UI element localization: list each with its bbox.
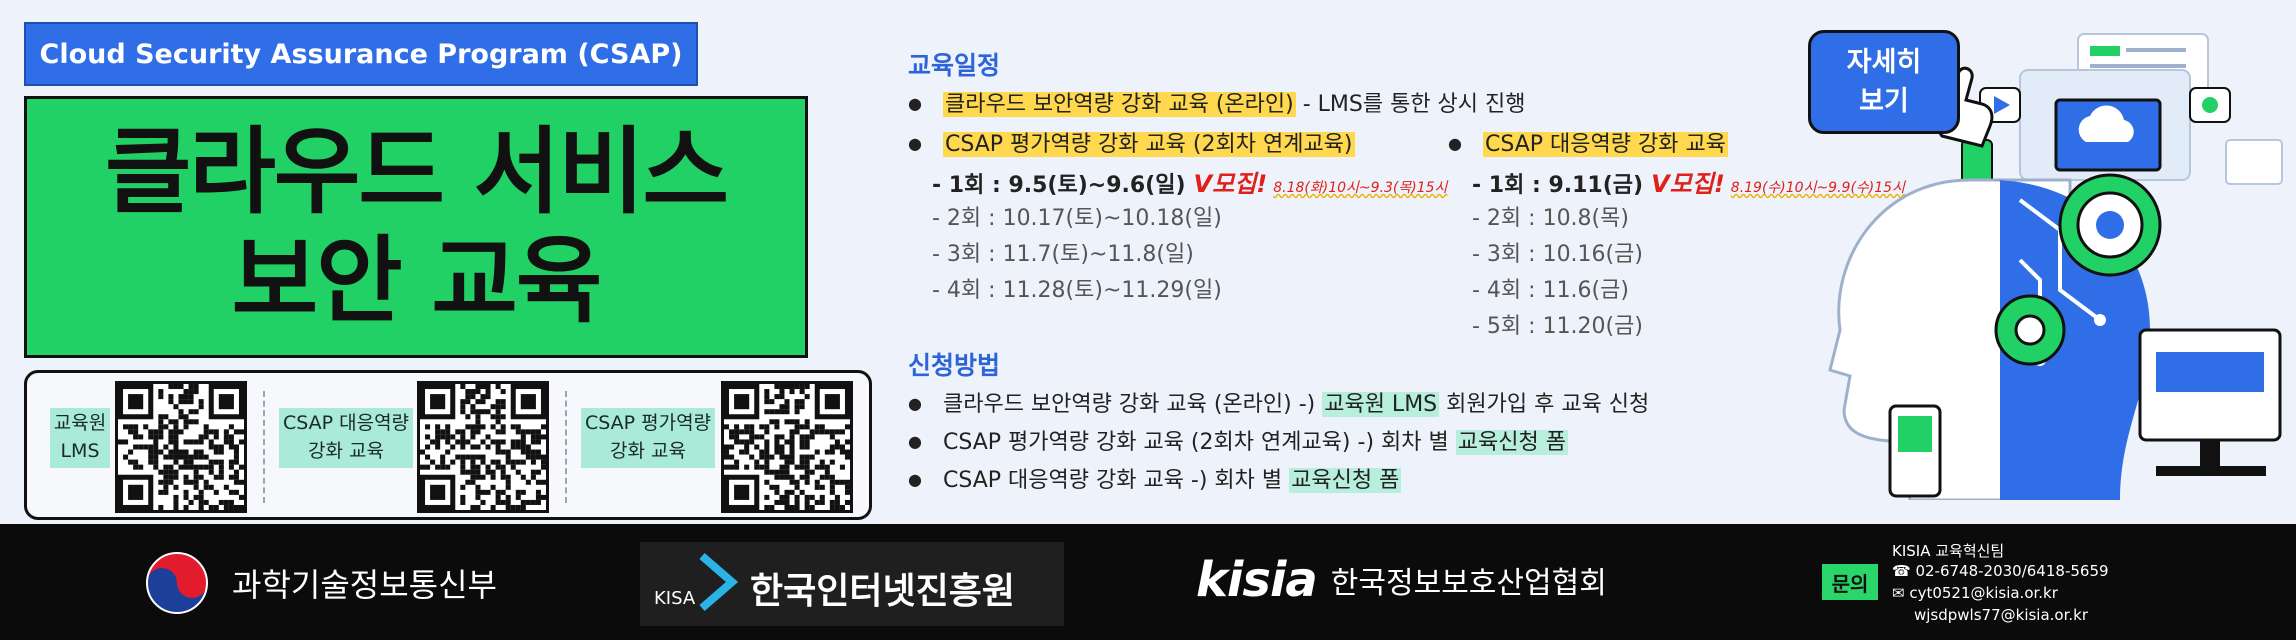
phone-icon: ☎	[1892, 562, 1916, 580]
schedule-eval: CSAP 평가역량 강화 교육 (2회차 연계교육)	[908, 126, 1355, 158]
eval-round-4: - 4회 : 11.28(토)~11.29(일)	[932, 278, 1222, 303]
apply-item-1-pre: 클라우드 보안역량 강화 교육 (온라인) -)	[942, 392, 1323, 417]
response-round-5: - 5회 : 11.20(금)	[1472, 314, 1643, 339]
eval-round-3: - 3회 : 11.7(토)~11.8(일)	[932, 242, 1194, 267]
eval-recruit-badge: V모집!	[1193, 170, 1268, 198]
footer: 과학기술정보통신부 KISA 한국인터넷진흥원 kisia 한국정보보호산업협회…	[0, 524, 2296, 640]
qr-label-lms: 교육원 LMS	[37, 373, 123, 503]
qr-label-line: CSAP 대응역량	[282, 412, 410, 435]
qr-code-icon	[118, 384, 244, 510]
msit-logo[interactable]: 과학기술정보통신부	[142, 548, 497, 618]
main-title-line2: 보안 교육	[231, 227, 603, 336]
online-course-desc: - LMS를 통한 상시 진행	[1295, 92, 1526, 117]
qr-label-line: 강화 교육	[610, 440, 686, 462]
msit-name: 과학기술정보통신부	[232, 566, 497, 604]
apply-item-3-link[interactable]: 교육신청 폼	[1289, 468, 1402, 493]
response-round-1-text: - 1회 : 9.11(금)	[1472, 173, 1644, 198]
contact-email-1-text: cyt0521@kisia.or.kr	[1909, 584, 2058, 602]
main-title-box: 클라우드 서비스 보안 교육	[24, 96, 808, 358]
apply-item-1-link[interactable]: 교육원 LMS	[1322, 392, 1440, 417]
detail-button-line1: 자세히	[1846, 46, 1922, 78]
divider	[263, 391, 265, 503]
kisa-arrow-icon	[699, 552, 738, 612]
schedule-response: CSAP 대응역량 강화 교육	[1448, 126, 1728, 158]
qr-label-line: CSAP 평가역량	[584, 412, 712, 435]
kisia-name: 한국정보보호산업협회	[1330, 566, 1607, 601]
contact-email-1[interactable]: ✉ cyt0521@kisia.or.kr	[1892, 584, 2058, 602]
response-round-2: - 2회 : 10.8(목)	[1472, 206, 1629, 231]
eval-course-name: CSAP 평가역량 강화 교육 (2회차 연계교육)	[942, 132, 1355, 157]
qr-label-line: LMS	[60, 440, 100, 462]
program-subtitle: Cloud Security Assurance Program (CSAP)	[24, 22, 698, 86]
apply-heading: 신청방법	[908, 351, 1001, 380]
detail-button[interactable]: 자세히 보기	[1808, 30, 1960, 134]
contact-phone-text: 02-6748-2030/6418-5659	[1915, 562, 2109, 580]
response-round-1: - 1회 : 9.11(금) V모집! 8.19(수)10시~9.9(수)15시	[1472, 164, 1905, 199]
ai-head-illustration	[1828, 33, 2283, 500]
response-round-4: - 4회 : 11.6(금)	[1472, 278, 1629, 303]
kisia-wordmark: kisia	[1196, 552, 1318, 608]
qr-code-response[interactable]	[417, 381, 549, 513]
apply-item-1: 클라우드 보안역량 강화 교육 (온라인) -) 교육원 LMS 회원가입 후 …	[908, 386, 1649, 418]
qr-label-line: 교육원	[53, 412, 107, 435]
taeguk-icon	[146, 552, 208, 614]
apply-item-2-link[interactable]: 교육신청 폼	[1455, 430, 1568, 455]
schedule-online: 클라우드 보안역량 강화 교육 (온라인) - LMS를 통한 상시 진행	[908, 86, 1526, 118]
contact-label: 문의	[1822, 564, 1878, 600]
qr-code-icon	[724, 384, 850, 510]
contact-team: KISIA 교육혁신팀	[1892, 542, 2005, 560]
response-recruit-badge: V모집!	[1651, 170, 1725, 198]
apply-item-3: CSAP 대응역량 강화 교육 -) 회차 별 교육신청 폼	[908, 462, 1402, 494]
apply-item-2: CSAP 평가역량 강화 교육 (2회차 연계교육) -) 회차 별 교육신청 …	[908, 424, 1568, 456]
apply-item-3-pre: CSAP 대응역량 강화 교육 -) 회차 별	[942, 468, 1290, 493]
qr-code-eval[interactable]	[721, 381, 853, 513]
kisa-name: 한국인터넷진흥원	[750, 571, 1015, 612]
response-course-name: CSAP 대응역량 강화 교육	[1482, 132, 1728, 157]
mail-icon: ✉	[1892, 584, 1910, 602]
main-title-line1: 클라우드 서비스	[104, 117, 729, 227]
divider	[565, 391, 567, 503]
kisa-small: KISA	[654, 588, 696, 609]
schedule-heading: 교육일정	[908, 51, 1001, 80]
kisa-logo[interactable]: KISA 한국인터넷진흥원	[640, 542, 1064, 626]
qr-code-icon	[420, 384, 546, 510]
kisia-logo[interactable]: kisia 한국정보보호산업협회	[1196, 552, 1607, 608]
eval-recruit-period: 8.18(화)10시~9.3(목)15시	[1273, 180, 1448, 196]
program-subtitle-text: Cloud Security Assurance Program (CSAP)	[39, 38, 683, 70]
eval-round-1-text: - 1회 : 9.5(토)~9.6(일)	[932, 173, 1186, 198]
qr-label-line: 강화 교육	[308, 440, 384, 462]
detail-button-line2: 보기	[1859, 86, 1909, 117]
contact-email-2[interactable]: wjsdpwls77@kisia.or.kr	[1914, 606, 2089, 624]
contact-phone: ☎ 02-6748-2030/6418-5659	[1892, 562, 2109, 580]
eval-round-2: - 2회 : 10.17(토)~10.18(일)	[932, 206, 1222, 231]
apply-item-1-post: 회원가입 후 교육 신청	[1439, 392, 1650, 417]
eval-round-1: - 1회 : 9.5(토)~9.6(일) V모집! 8.18(화)10시~9.3(목…	[932, 164, 1447, 199]
apply-item-2-pre: CSAP 평가역량 강화 교육 (2회차 연계교육) -) 회차 별	[942, 430, 1456, 455]
online-course-name: 클라우드 보안역량 강화 교육 (온라인)	[942, 92, 1296, 117]
response-recruit-period: 8.19(수)10시~9.9(수)15시	[1730, 180, 1905, 196]
qr-code-lms[interactable]	[115, 381, 247, 513]
response-round-3: - 3회 : 10.16(금)	[1472, 242, 1643, 267]
